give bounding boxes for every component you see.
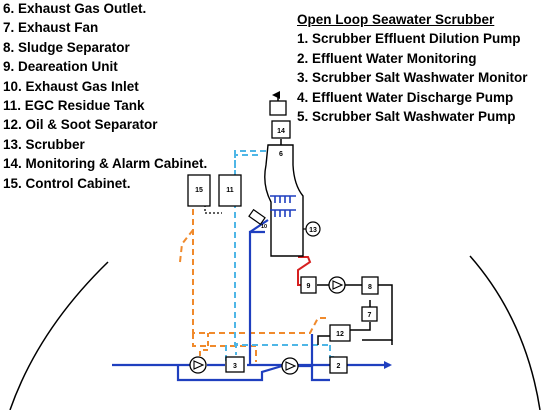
legend-item-2: 2. Effluent Water Monitoring — [297, 50, 477, 66]
effluent-water-monitoring — [329, 356, 348, 374]
legend-item-8: 8. Sludge Separator — [3, 39, 130, 55]
legend-item-6: 6. Exhaust Gas Outlet. — [3, 1, 147, 16]
label-2: 2 — [337, 363, 341, 370]
legend-item-10: 10. Exhaust Gas Inlet — [3, 78, 139, 94]
legend-item-5: 5. Scrubber Salt Washwater Pump — [297, 109, 516, 125]
legend-item-3: 3. Scrubber Salt Washwater Monitor — [297, 70, 528, 86]
legend-item-13: 13. Scrubber — [3, 136, 85, 152]
legend-item-9: 9. Deareation Unit — [3, 59, 118, 75]
oil-soot-separator — [329, 324, 351, 342]
label-15: 15 — [195, 187, 203, 194]
legend-item-4: 4. Effluent Water Discharge Pump — [297, 89, 514, 105]
egc-residue-tank — [218, 174, 242, 207]
legend-item-1: 1. Scrubber Effluent Dilution Pump — [297, 31, 521, 47]
hull-left — [9, 261, 109, 410]
sludge-line — [297, 256, 312, 286]
label-11: 11 — [226, 187, 234, 194]
deareation-unit — [300, 276, 317, 294]
sludge-separator — [361, 276, 379, 295]
power-lines — [179, 209, 330, 365]
salt-washwater-monitor — [225, 356, 245, 373]
control-cabinet — [187, 174, 211, 207]
label-6: 6 — [279, 151, 283, 158]
hull-right — [469, 255, 541, 410]
legend-title: Open Loop Seawater Scrubber — [297, 12, 495, 27]
exhaust-fan — [361, 306, 378, 322]
label-8: 8 — [368, 284, 372, 291]
label-3: 3 — [233, 363, 237, 370]
legend-item-11: 11. EGC Residue Tank — [3, 98, 145, 114]
scrubber-tower — [264, 144, 304, 257]
label-10: 10 — [261, 224, 267, 230]
legend-left: 6. Exhaust Gas Outlet. 7. Exhaust Fan 8.… — [3, 0, 207, 193]
legend-item-7: 7. Exhaust Fan — [3, 20, 99, 36]
monitoring-alarm-cabinet — [271, 120, 291, 139]
label-7: 7 — [368, 312, 372, 319]
legend-item-12: 12. Oil & Soot Separator — [3, 117, 158, 133]
exhaust-gas-inlet: 10 — [248, 208, 267, 230]
legend-item-14: 14. Monitoring & Alarm Cabinet. — [3, 156, 208, 172]
label-9: 9 — [307, 283, 311, 290]
legend-right: Open Loop Seawater Scrubber 1. Scrubber … — [297, 10, 528, 126]
label-12: 12 — [336, 331, 344, 338]
label-13: 13 — [309, 227, 317, 234]
label-14: 14 — [277, 128, 285, 135]
cabinet-link — [204, 205, 222, 214]
legend-item-15: 15. Control Cabinet. — [3, 175, 131, 191]
seawater-lines — [112, 219, 392, 382]
exhaust-outlet-box — [269, 100, 287, 116]
scrubber-marker — [305, 221, 321, 237]
spray-nozzles — [270, 195, 296, 217]
